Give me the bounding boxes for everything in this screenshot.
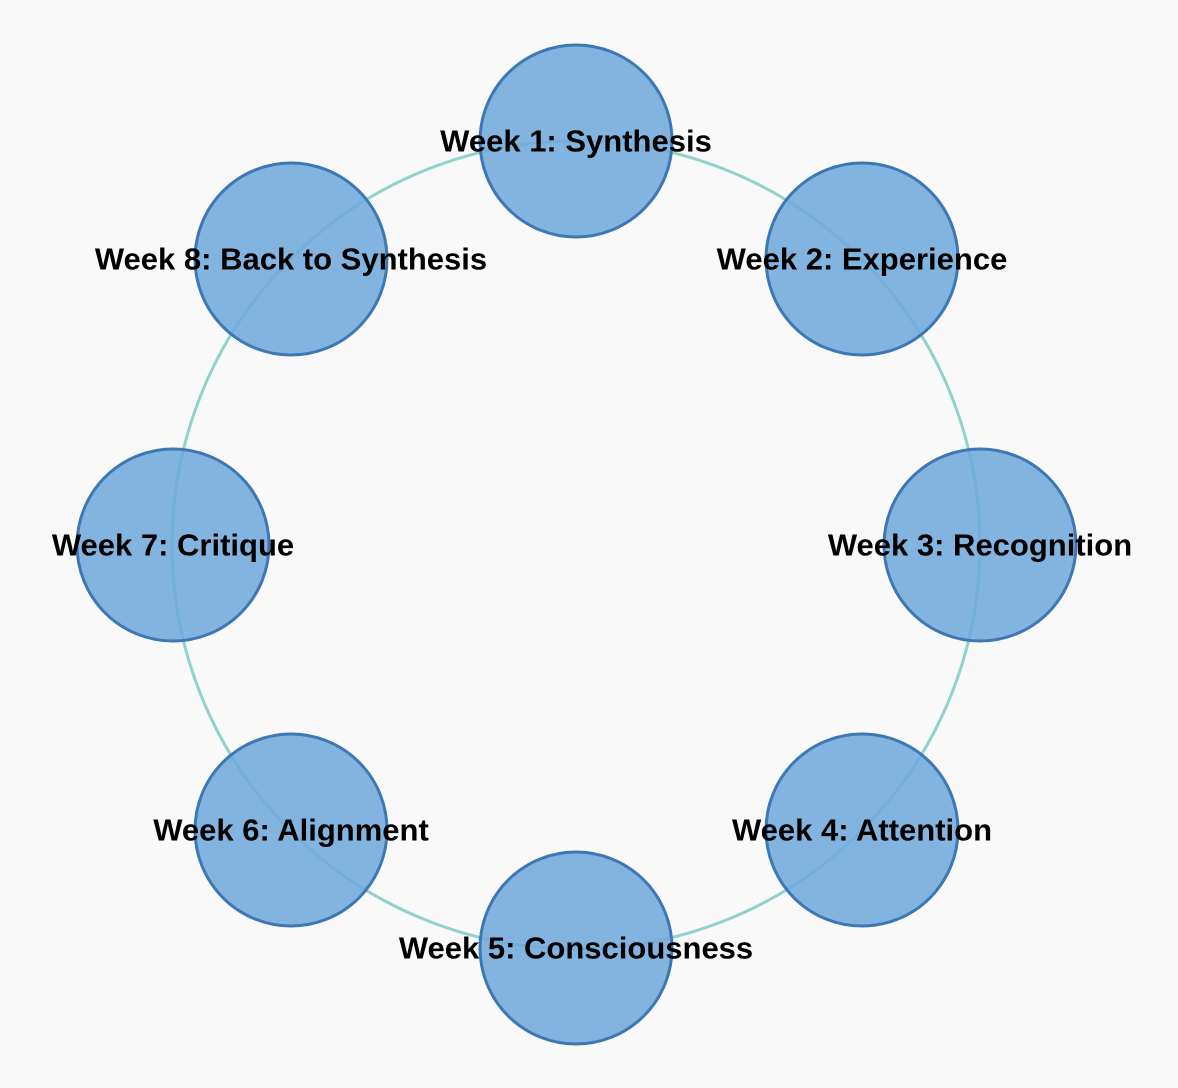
node-circle[interactable] bbox=[193, 732, 389, 928]
cycle-node-3[interactable]: Week 3: Recognition bbox=[828, 447, 1132, 643]
cycle-node-8[interactable]: Week 8: Back to Synthesis bbox=[95, 161, 487, 357]
node-circle[interactable] bbox=[75, 447, 271, 643]
node-circle[interactable] bbox=[764, 732, 960, 928]
node-circle[interactable] bbox=[764, 161, 960, 357]
node-circle[interactable] bbox=[478, 850, 674, 1046]
cycle-node-5[interactable]: Week 5: Consciousness bbox=[399, 850, 753, 1046]
node-circle[interactable] bbox=[882, 447, 1078, 643]
node-circle[interactable] bbox=[478, 43, 674, 239]
cycle-node-1[interactable]: Week 1: Synthesis bbox=[440, 43, 712, 239]
cycle-node-6[interactable]: Week 6: Alignment bbox=[153, 732, 429, 928]
cycle-node-2[interactable]: Week 2: Experience bbox=[717, 161, 1008, 357]
node-circle[interactable] bbox=[193, 161, 389, 357]
cycle-node-7[interactable]: Week 7: Critique bbox=[52, 447, 294, 643]
